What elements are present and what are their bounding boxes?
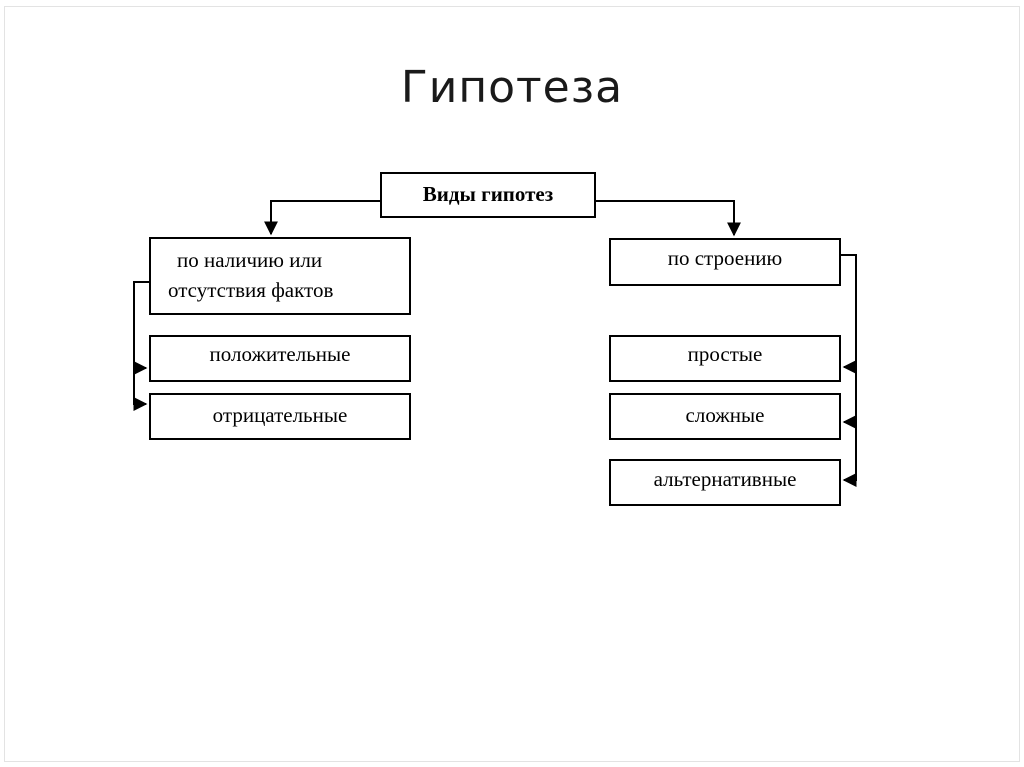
item-alternative-node: альтернативные	[609, 459, 841, 506]
connector-root-right	[596, 200, 741, 237]
item-positive-node: положительные	[149, 335, 411, 382]
connector-left-item-2	[133, 368, 148, 411]
slide-frame	[4, 6, 1020, 762]
page-title: Гипотеза	[400, 62, 624, 113]
connector-root-left	[264, 200, 380, 236]
item-negative-node: отрицательные	[149, 393, 411, 440]
category-facts-line-1: по наличию или	[177, 248, 323, 272]
item-simple-node: простые	[609, 335, 841, 382]
root-node: Виды гипотез	[380, 172, 596, 218]
category-facts-line-2: отсутствия фактов	[168, 278, 334, 302]
connector-right-item-2	[842, 367, 857, 429]
item-complex-node: сложные	[609, 393, 841, 440]
category-structure-node: по строению	[609, 238, 841, 286]
connector-left-item-1	[133, 281, 149, 375]
connector-right-item-1	[841, 254, 857, 374]
category-facts-node: по наличию или отсутствия фактов	[149, 237, 411, 315]
connector-right-item-3	[842, 422, 857, 487]
